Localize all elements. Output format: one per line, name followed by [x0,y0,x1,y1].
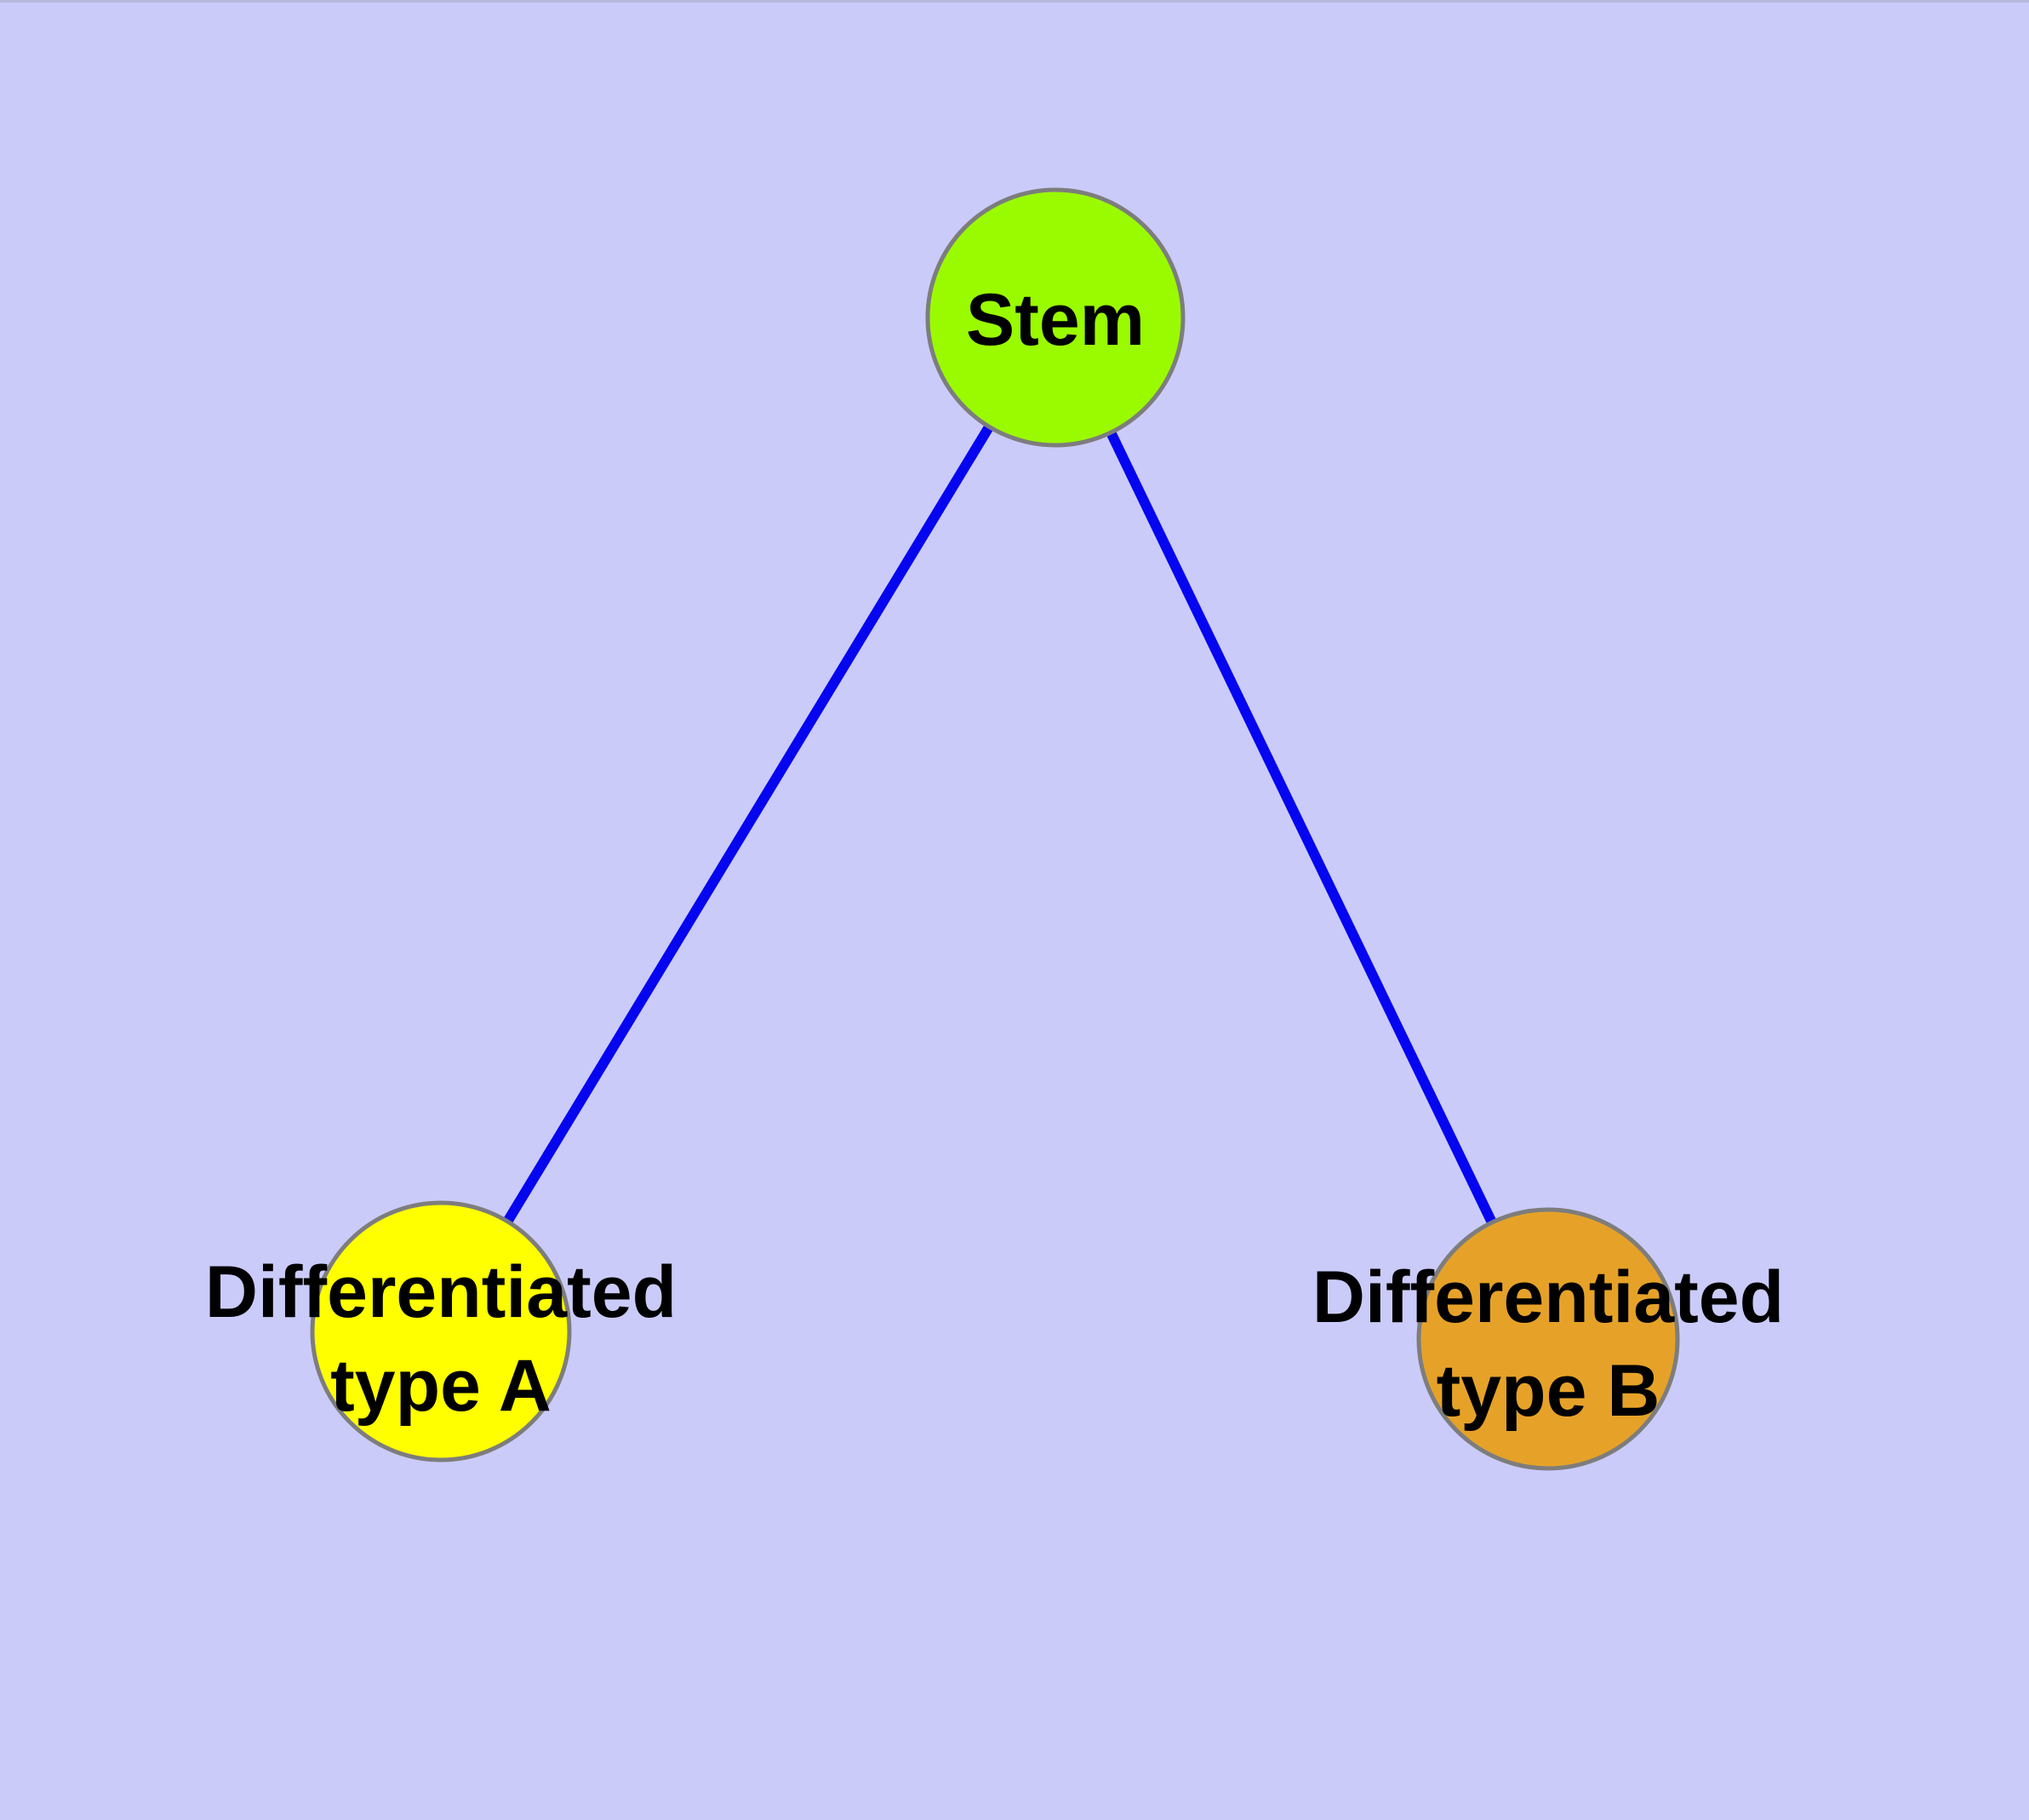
stem-node-circle [925,187,1186,448]
window-top-border [0,0,2029,3]
type-a-node-label-line2: type A [330,1345,552,1427]
type-b-node-circle [1416,1207,1680,1471]
node-differentiated-type-b: Differentiated type B [1312,1207,1784,1471]
type-a-node-label-line1: Differentiated [205,1251,677,1333]
node-differentiated-type-a: Differentiated type A [205,1200,677,1462]
type-b-node-label-line1: Differentiated [1312,1256,1784,1338]
edge-layer [436,314,1553,1342]
type-a-node-circle [310,1200,572,1462]
type-b-node-label-line2: type B [1437,1350,1660,1432]
edge-stem-to-type-a [436,314,1060,1335]
edge-stem-to-type-b [1050,315,1553,1342]
node-stem: Stem [925,187,1186,448]
stem-node-label: Stem [966,279,1145,361]
